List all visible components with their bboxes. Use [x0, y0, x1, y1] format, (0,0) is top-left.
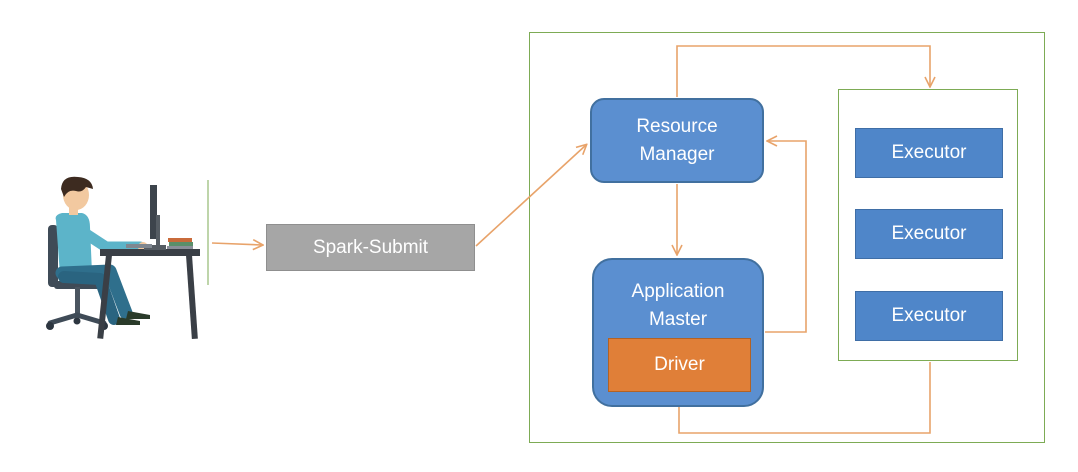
executor-node-3: Executor	[855, 291, 1003, 341]
person-at-computer-icon	[46, 176, 200, 340]
arrow-user-to-submit	[211, 243, 262, 245]
executor-node-1: Executor	[855, 128, 1003, 178]
arrow-resource-manager-to-executors	[676, 45, 930, 97]
arrow-app-master-to-resource-manager	[765, 141, 807, 333]
resource-manager-node: Resource Manager	[590, 98, 764, 183]
cluster-frame	[529, 32, 1045, 443]
driver-node: Driver	[608, 338, 751, 392]
arrow-submit-to-resource-manager	[475, 145, 586, 247]
arrow-executors-to-driver	[679, 362, 931, 434]
spark-submit-node: Spark-Submit	[266, 224, 475, 271]
executor-group-frame	[838, 89, 1018, 361]
executor-node-2: Executor	[855, 209, 1003, 259]
